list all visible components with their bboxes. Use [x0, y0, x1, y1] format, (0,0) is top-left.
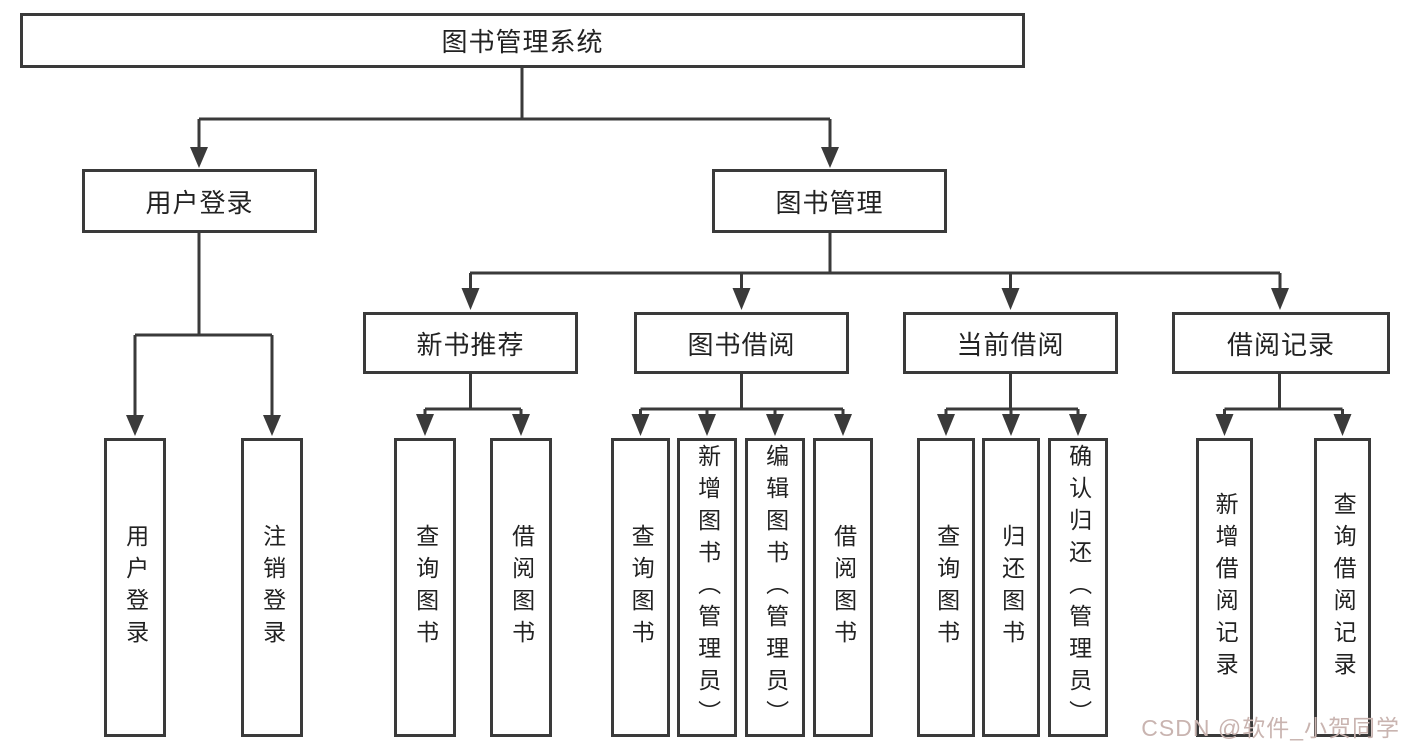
leaf-edit-book-admin: 编辑图书（管理员） [745, 438, 805, 737]
arrow-down-icon [698, 414, 716, 436]
arrow-down-icon [1271, 288, 1289, 310]
leaf-return-book-label: 归还图书 [998, 523, 1025, 652]
leaf-query-book-current-label: 查询图书 [933, 523, 960, 652]
arrow-down-icon [1002, 414, 1020, 436]
leaf-borrow-book: 借阅图书 [813, 438, 873, 737]
arrowhead-icons [126, 147, 1352, 436]
leaf-return-book: 归还图书 [982, 438, 1040, 737]
leaf-logout-login: 注销登录 [241, 438, 303, 737]
leaf-user-login-label: 用户登录 [122, 523, 149, 652]
node-user-login: 用户登录 [82, 169, 317, 233]
node-user-login-label: 用户登录 [145, 187, 254, 218]
node-new-book-recommend-label: 新书推荐 [416, 329, 525, 360]
node-book-borrow-label: 图书借阅 [687, 329, 796, 360]
leaf-query-book-borrow-label: 查询图书 [628, 523, 655, 652]
arrow-down-icon [821, 147, 839, 168]
arrow-down-icon [1333, 414, 1352, 436]
node-root: 图书管理系统 [20, 13, 1025, 68]
leaf-borrow-book-recommend-label: 借阅图书 [508, 523, 535, 652]
node-root-label: 图书管理系统 [441, 27, 604, 57]
leaf-add-book-admin: 新增图书（管理员） [677, 438, 737, 737]
arrow-down-icon [834, 414, 852, 436]
leaf-confirm-return-admin: 确认归还（管理员） [1048, 438, 1108, 737]
node-book-borrow: 图书借阅 [634, 312, 849, 374]
node-borrow-records-label: 借阅记录 [1226, 329, 1335, 360]
node-book-management: 图书管理 [712, 169, 947, 233]
csdn-watermark: CSDN @软件_小贺同学 [1141, 715, 1400, 741]
arrow-down-icon [263, 415, 281, 436]
leaf-query-book-recommend-label: 查询图书 [412, 523, 439, 652]
arrow-down-icon [190, 147, 208, 168]
leaf-add-book-admin-label: 新增图书（管理员） [694, 443, 721, 732]
arrow-down-icon [512, 414, 530, 436]
arrow-down-icon [1001, 288, 1020, 310]
node-new-book-recommend: 新书推荐 [363, 312, 578, 374]
leaf-add-borrow-record: 新增借阅记录 [1196, 438, 1253, 737]
arrow-down-icon [461, 288, 480, 310]
arrow-down-icon [416, 414, 434, 436]
node-borrow-records: 借阅记录 [1172, 312, 1390, 374]
leaf-borrow-book-label: 借阅图书 [830, 523, 857, 652]
arrow-down-icon [732, 288, 751, 310]
node-book-management-label: 图书管理 [775, 187, 884, 218]
arrow-down-icon [1069, 414, 1087, 436]
leaf-add-borrow-record-label: 新增借阅记录 [1212, 491, 1239, 684]
leaf-edit-book-admin-label: 编辑图书（管理员） [762, 443, 789, 732]
arrow-down-icon [937, 414, 955, 436]
leaf-query-borrow-record: 查询借阅记录 [1314, 438, 1371, 737]
leaf-confirm-return-admin-label: 确认归还（管理员） [1065, 443, 1092, 732]
leaf-borrow-book-recommend: 借阅图书 [490, 438, 552, 737]
node-current-borrow-label: 当前借阅 [956, 329, 1065, 360]
arrow-down-icon [766, 414, 784, 436]
leaf-query-book-recommend: 查询图书 [394, 438, 456, 737]
tree-edges [133, 68, 1344, 420]
arrow-down-icon [631, 414, 650, 436]
leaf-query-book-current: 查询图书 [917, 438, 975, 737]
leaf-query-borrow-record-label: 查询借阅记录 [1330, 491, 1357, 684]
leaf-user-login: 用户登录 [104, 438, 166, 737]
leaf-query-book-borrow: 查询图书 [611, 438, 670, 737]
node-current-borrow: 当前借阅 [903, 312, 1118, 374]
arrow-down-icon [1215, 414, 1234, 436]
arrow-down-icon [126, 415, 144, 436]
leaf-logout-login-label: 注销登录 [259, 523, 286, 652]
